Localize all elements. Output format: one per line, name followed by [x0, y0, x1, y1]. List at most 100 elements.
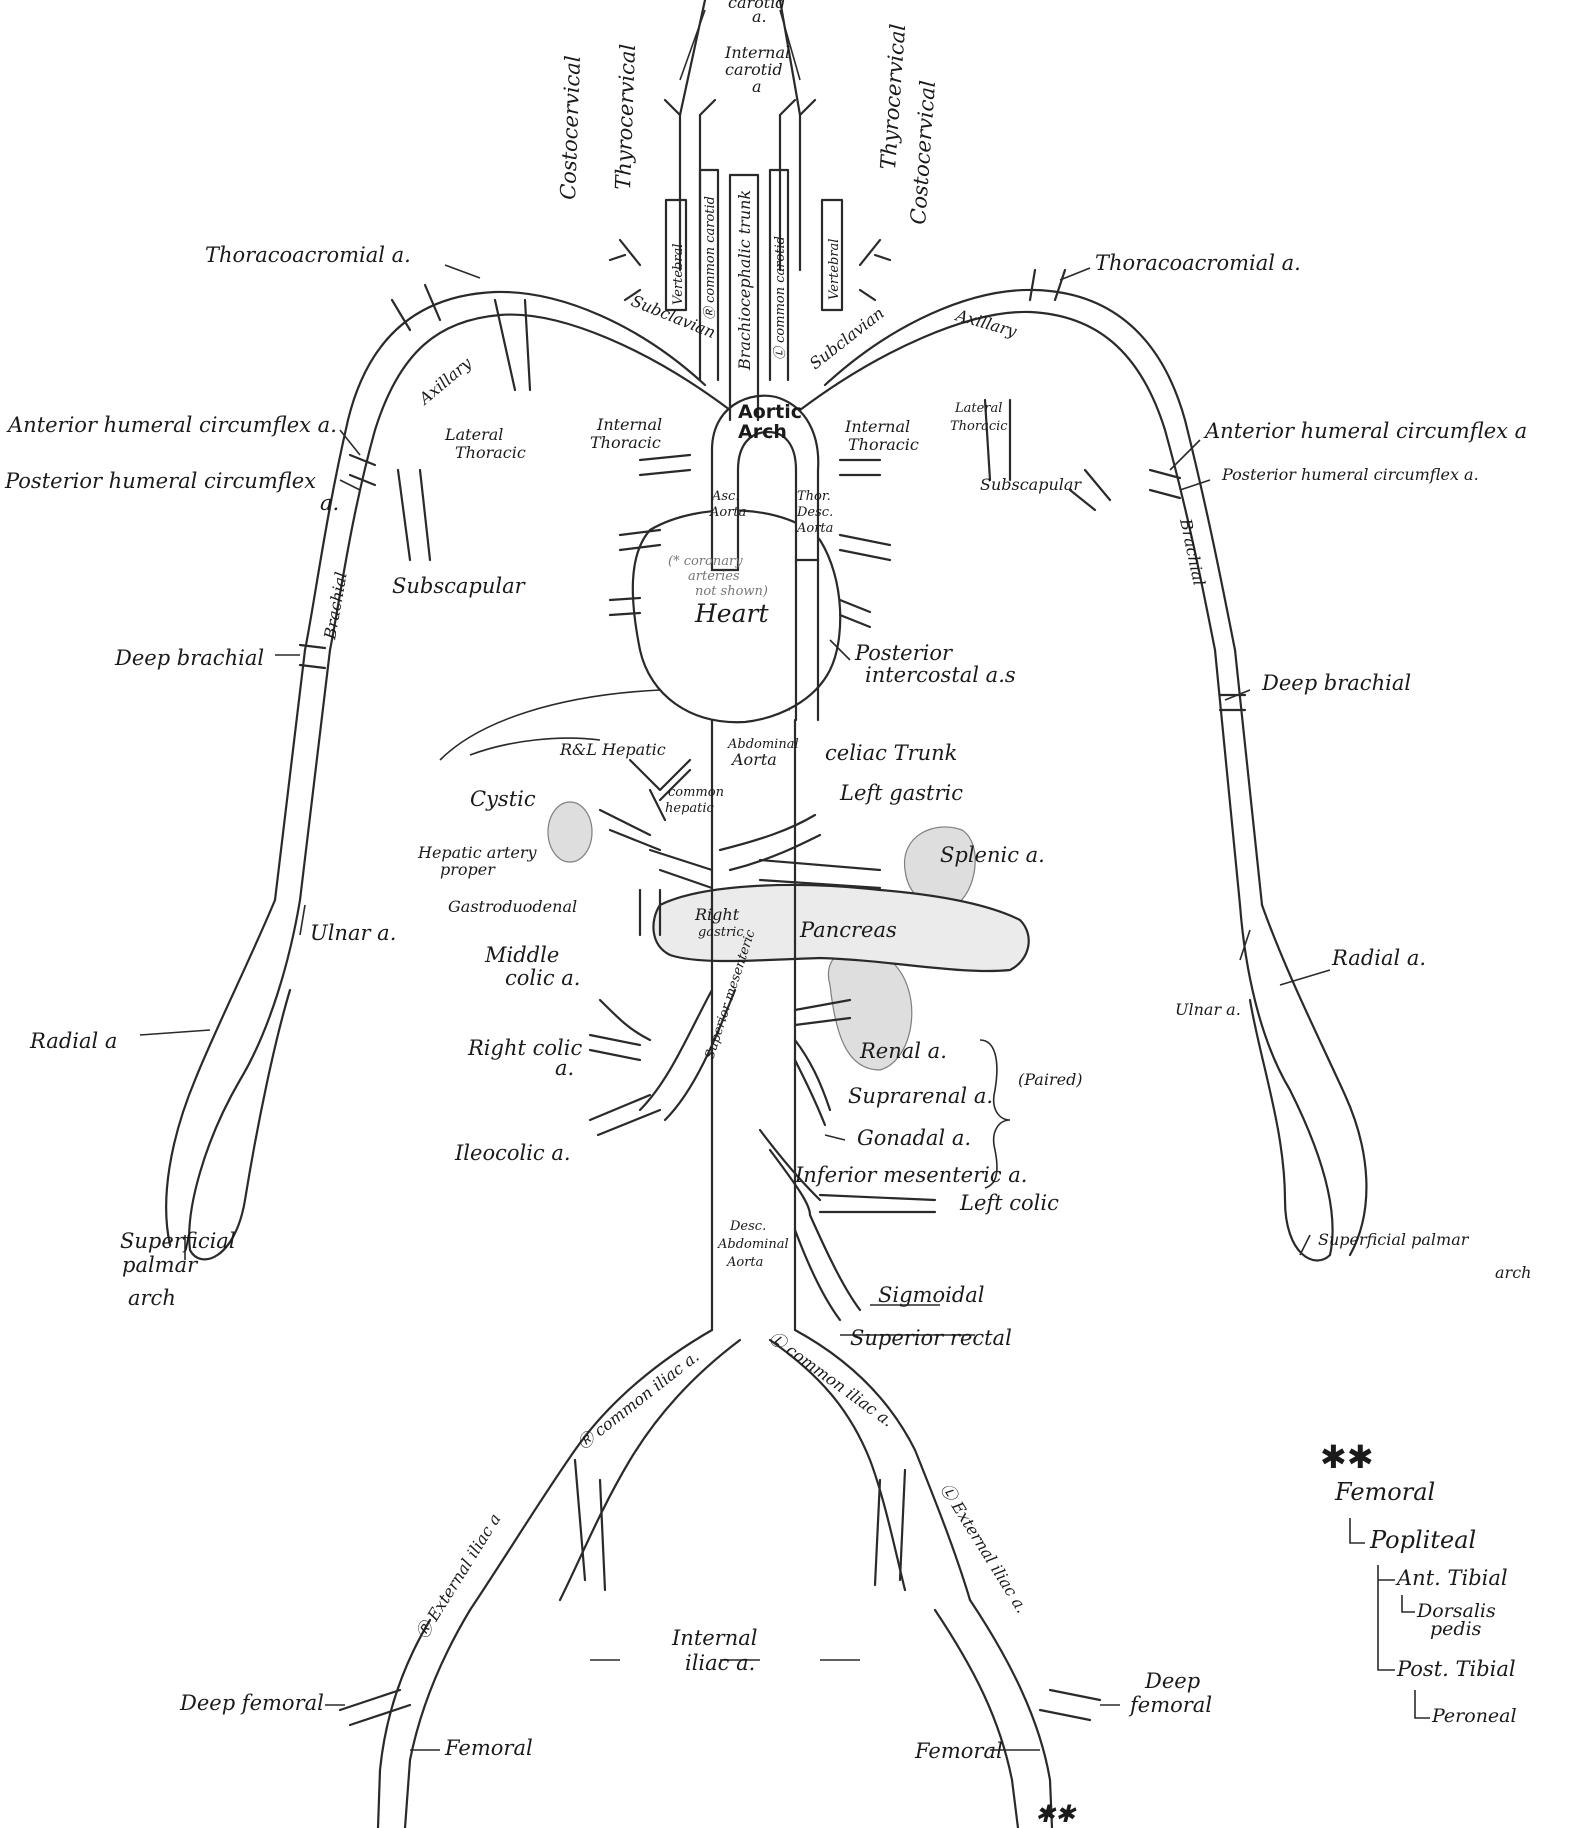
label-gonadal: Gonadal a. — [857, 1126, 971, 1150]
label-rl-hepatic: R&L Hepatic — [559, 740, 666, 759]
label-thor-desc-3: Aorta — [796, 521, 833, 536]
label-deep-brachial-left: Deep brachial — [114, 646, 264, 670]
label-thyrocervical-left: Thyrocervical — [611, 44, 640, 191]
label-aortic-arch-1: Aortic — [738, 401, 802, 423]
label-gastroduodenal: Gastroduodenal — [448, 897, 577, 916]
legend-peroneal: Peroneal — [1431, 1705, 1517, 1727]
label-subscapular-left: Subscapular — [392, 574, 527, 598]
legend-stars: ✱✱ — [1320, 1438, 1374, 1476]
label-internal-thoracic-left-1: Internal — [596, 415, 662, 434]
label-common-hepatic-1: common — [668, 785, 724, 800]
label-costocervical-right: Costocervical — [906, 80, 940, 226]
label-subscapular-right: Subscapular — [980, 475, 1082, 494]
label-ulnar-left: Ulnar a. — [310, 921, 396, 945]
label-subclavian-right: Subclavian — [806, 303, 888, 373]
label-right-gastric-2: gastric — [698, 925, 744, 940]
label-radial-right: Radial a. — [1331, 946, 1426, 970]
legend-post-tibial: Post. Tibial — [1396, 1657, 1516, 1681]
label-coronary-1: (* coronary — [668, 554, 743, 569]
label-celiac-trunk: celiac Trunk — [825, 741, 957, 765]
label-internal-iliac-2: iliac a. — [685, 1651, 755, 1675]
label-right-gastric-1: Right — [694, 905, 740, 924]
label-superficial-palmar-left-2: palmar — [122, 1253, 199, 1277]
label-asc-aorta-2: Aorta — [709, 505, 746, 520]
label-hepatic-proper-2: proper — [440, 860, 496, 879]
label-coronary-3: not shown) — [695, 584, 768, 599]
label-thor-desc-2: Desc. — [796, 505, 833, 520]
legend-ant-tibial: Ant. Tibial — [1395, 1566, 1508, 1590]
label-deep-brachial-right: Deep brachial — [1261, 671, 1411, 695]
label-costocervical-left: Costocervical — [556, 55, 585, 200]
label-desc-abdominal-1: Desc. — [729, 1219, 766, 1234]
label-l-common-carotid: Ⓛ common carotid — [773, 236, 788, 360]
label-renal: Renal a. — [859, 1039, 947, 1063]
label-splenic: Splenic a. — [940, 843, 1045, 867]
label-deep-femoral-left: Deep femoral — [179, 1691, 324, 1715]
label-superficial-palmar-left-1: Superficial — [120, 1229, 236, 1253]
label-ileocolic: Ileocolic a. — [454, 1141, 571, 1165]
label-thyrocervical-right: Thyrocervical — [876, 23, 910, 170]
label-thoracoacromial-left: Thoracoacromial a. — [205, 243, 411, 267]
label-carotid-top-a: a. — [752, 7, 767, 26]
label-posterior-intercostal-1: Posterior — [854, 641, 954, 665]
label-common-hepatic-2: hepatic — [665, 801, 715, 816]
label-right-colic-2: a. — [555, 1056, 574, 1080]
label-deep-femoral-right-2: femoral — [1128, 1693, 1212, 1717]
label-brachial-left: Brachial — [320, 570, 351, 641]
label-heart: Heart — [694, 599, 769, 628]
label-internal-thoracic-right-2: Thoracic — [848, 435, 919, 454]
label-sigmoidal: Sigmoidal — [878, 1283, 985, 1307]
label-middle-colic-2: colic a. — [505, 966, 580, 990]
label-l-external-iliac: Ⓛ External iliac a. — [937, 1480, 1032, 1616]
legend: ✱✱ Femoral Popliteal Ant. Tibial Dorsali… — [1320, 1438, 1517, 1727]
label-ant-humeral-left: Anterior humeral circumflex a. — [6, 413, 337, 437]
label-middle-colic-1: Middle — [484, 943, 559, 967]
label-paired: (Paired) — [1018, 1070, 1083, 1089]
label-internal-iliac-1: Internal — [671, 1626, 758, 1650]
label-asc-aorta-1: Asc. — [711, 489, 739, 504]
gallbladder — [548, 802, 592, 862]
label-ant-humeral-right: Anterior humeral circumflex a — [1203, 419, 1527, 443]
label-aortic-arch-2: Arch — [738, 421, 787, 443]
label-brachial-right: Brachial — [1176, 516, 1209, 587]
label-femoral-right: Femoral — [914, 1739, 1003, 1763]
legend-dorsalis-2: pedis — [1430, 1618, 1482, 1640]
label-ulnar-right: Ulnar a. — [1175, 1000, 1241, 1019]
label-desc-abdominal-2: Abdominal — [717, 1237, 789, 1252]
label-posterior-intercostal-2: intercostal a.s — [865, 663, 1016, 687]
label-vertebral-right: Vertebral — [827, 239, 842, 300]
label-pancreas: Pancreas — [799, 918, 897, 942]
label-deep-femoral-right-1: Deep — [1144, 1669, 1200, 1693]
label-axillary-left: Axillary — [414, 353, 476, 409]
label-superficial-palmar-right-1: Superficial palmar — [1318, 1230, 1470, 1249]
label-lateral-thoracic-left-1: Lateral — [444, 425, 503, 444]
label-thor-desc-1: Thor. — [797, 489, 831, 504]
label-femoral-left: Femoral — [444, 1736, 533, 1760]
legend-femoral: Femoral — [1334, 1478, 1435, 1506]
label-brachiocephalic: Brachiocephalic trunk — [735, 190, 754, 371]
label-left-gastric: Left gastric — [839, 781, 963, 805]
label-coronary-2: arteries — [688, 569, 740, 584]
label-axillary-right: Axillary — [952, 305, 1020, 341]
label-r-common-carotid: Ⓡ common carotid — [703, 196, 718, 320]
label-thoracoacromial-right: Thoracoacromial a. — [1095, 251, 1301, 275]
label-internal-thoracic-right-1: Internal — [844, 417, 910, 436]
label-radial-left: Radial a — [29, 1029, 117, 1053]
label-lateral-thoracic-right-2: Thoracic — [950, 419, 1008, 434]
label-r-common-iliac: Ⓡ common iliac a. — [574, 1347, 703, 1453]
label-post-humeral-left-1: Posterior humeral circumflex — [4, 469, 316, 493]
label-superficial-palmar-left-3: arch — [128, 1286, 176, 1310]
legend-popliteal: Popliteal — [1369, 1526, 1476, 1554]
label-r-external-iliac: Ⓡ External iliac a — [412, 1510, 504, 1642]
label-desc-abdominal-3: Aorta — [726, 1255, 763, 1270]
label-double-star-bottom: ✱✱ — [1035, 1800, 1077, 1828]
label-internal-thoracic-left-2: Thoracic — [590, 433, 661, 452]
label-left-colic: Left colic — [959, 1191, 1059, 1215]
label-vertebral-left: Vertebral — [671, 244, 686, 305]
label-post-humeral-right: Posterior humeral circumflex a. — [1221, 465, 1479, 484]
label-inferior-mesenteric: Inferior mesenteric a. — [794, 1163, 1027, 1187]
label-internal-carotid-3: a — [752, 77, 762, 96]
label-superficial-palmar-right-2: arch — [1495, 1263, 1531, 1282]
label-lateral-thoracic-right-1: Lateral — [954, 401, 1002, 416]
